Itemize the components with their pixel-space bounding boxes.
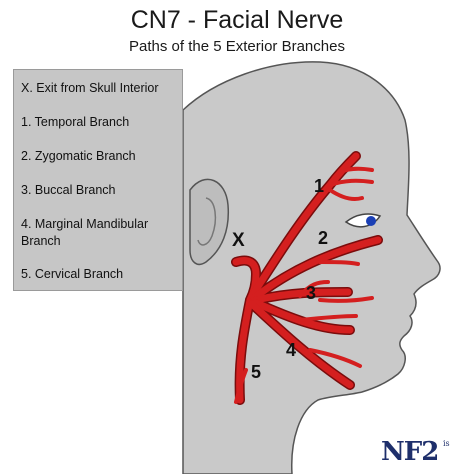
marker-buccal: 3 xyxy=(306,283,317,303)
legend-item-buccal: 3. Buccal Branch xyxy=(21,183,116,197)
legend-item-cervical: 5. Cervical Branch xyxy=(21,267,124,281)
legend-box: X. Exit from Skull Interior 1. Temporal … xyxy=(13,69,183,291)
marker-marginal-mandibular: 4 xyxy=(286,340,297,360)
legend-item-temporal: 1. Temporal Branch xyxy=(21,115,130,129)
logo-sub-text: is xyxy=(443,439,450,448)
logo-main-text: NF2 xyxy=(381,437,439,467)
ear-inner xyxy=(197,197,217,246)
marker-zygomatic: 2 xyxy=(318,228,329,248)
marker-temporal: 1 xyxy=(314,176,325,196)
page-subtitle: Paths of the 5 Exterior Branches xyxy=(129,38,345,55)
legend-item-marginal-mandibular: 4. Marginal Mandibular Branch xyxy=(21,217,149,248)
page-title: CN7 - Facial Nerve xyxy=(130,6,344,34)
nf2is-logo: NF2 is xyxy=(381,437,471,471)
facial-nerve xyxy=(231,151,383,405)
marker-exit: X xyxy=(232,230,245,251)
iris xyxy=(366,216,376,226)
legend-item-exit: X. Exit from Skull Interior xyxy=(21,81,159,95)
legend-item-zygomatic: 2. Zygomatic Branch xyxy=(21,149,136,163)
marker-cervical: 5 xyxy=(251,362,262,382)
